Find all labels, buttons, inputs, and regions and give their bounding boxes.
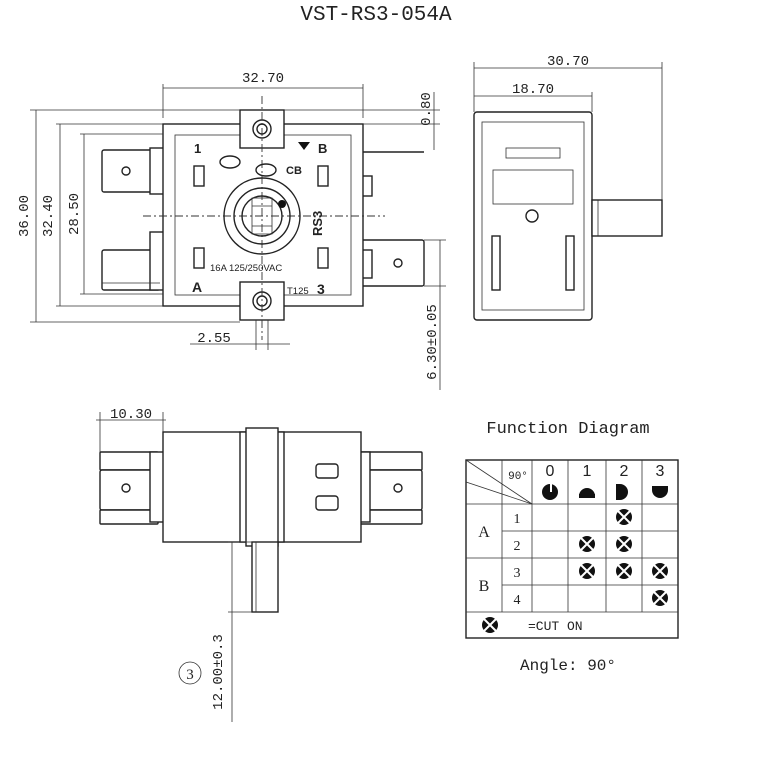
header-angle: 90° [508, 471, 528, 483]
dim-inner-height: 32.40 [41, 123, 163, 307]
rotor [223, 177, 301, 255]
cert-mark-icon [219, 142, 310, 177]
dim-side-total: 30.70 [473, 54, 663, 200]
svg-text:0.80: 0.80 [419, 92, 435, 126]
svg-text:10.30: 10.30 [110, 407, 152, 423]
dim-bottom-terminal: 10.30 [96, 407, 166, 452]
cut-on-legend-icon [482, 617, 498, 633]
cut-on-marker-row1-pos2 [616, 509, 632, 525]
position-label-0: 0 [546, 463, 555, 480]
svg-text:18.70: 18.70 [512, 82, 554, 98]
function-diagram: Function Diagram 90° 0 1 2 3 [465, 420, 679, 675]
terminal-label-b: B [318, 141, 327, 156]
rotor-position-2-icon [616, 484, 628, 500]
switch-body [162, 123, 364, 307]
cut-on-marker-row3-pos1 [579, 563, 595, 579]
position-label-3: 3 [656, 463, 665, 480]
cut-on-marker-row3-pos2 [616, 563, 632, 579]
row-label-4: 4 [514, 593, 521, 608]
drawing-title: VST-RS3-054A [300, 4, 452, 27]
rotor-position-0-icon [542, 484, 558, 500]
cut-on-marker-row2-pos2 [616, 536, 632, 552]
group-label-b: B [479, 578, 490, 595]
cut-on-marker-row4-pos3 [652, 590, 668, 606]
terminal-label-1: 1 [194, 141, 201, 156]
temp-label: T125 [287, 286, 309, 297]
right-terminals [355, 151, 425, 287]
terminal-label-3: 3 [317, 281, 325, 297]
dim-width: 32.70 [162, 71, 364, 118]
rating-label: 16A 125/250VAC [210, 263, 282, 274]
rotor-position-3-icon [652, 486, 668, 498]
position-label-2: 2 [620, 463, 629, 480]
row-label-1: 1 [514, 512, 521, 527]
cut-on-markers [579, 509, 668, 606]
front-view: 1 B A 3 CB RS3 16A 125/250VAC T125 32.70… [17, 71, 446, 390]
cut-on-marker-row3-pos3 [652, 563, 668, 579]
svg-text:30.70: 30.70 [547, 54, 589, 70]
dim-slot: 2.55 [190, 320, 290, 350]
model-label: RS3 [310, 211, 325, 236]
bottom-view: 10.30 12.00±0.3 3 [96, 407, 423, 722]
position-headers: 0 1 2 3 [542, 463, 668, 500]
svg-text:12.00±0.3: 12.00±0.3 [211, 634, 227, 710]
svg-text:32.70: 32.70 [242, 71, 284, 87]
left-terminals [101, 147, 167, 291]
angle-note: Angle: 90° [520, 657, 616, 675]
side-view: 30.70 18.70 [473, 54, 663, 321]
svg-text:28.50: 28.50 [67, 193, 83, 235]
dim-top-offset: 0.80 [284, 92, 440, 150]
dim-shaft-flat: 6.30±0.05 [424, 239, 446, 390]
svg-text:36.00: 36.00 [17, 195, 33, 237]
svg-text:32.40: 32.40 [41, 195, 57, 237]
dim-overall-height: 36.00 [17, 109, 240, 323]
row-label-2: 2 [514, 539, 521, 554]
function-diagram-title: Function Diagram [486, 420, 649, 439]
row-label-3: 3 [514, 566, 521, 581]
rotor-position-1-icon [579, 488, 595, 498]
cert-cb-label: CB [286, 165, 302, 177]
dim-side-body: 18.70 [474, 82, 593, 112]
dim-terminal-height: 28.50 [67, 133, 163, 295]
svg-text:2.55: 2.55 [197, 331, 231, 347]
terminal-label-a: A [192, 279, 202, 295]
svg-text:3: 3 [186, 667, 194, 683]
callout-3: 3 [178, 661, 202, 685]
svg-text:6.30±0.05: 6.30±0.05 [425, 304, 441, 380]
dim-shaft-length: 12.00±0.3 [211, 541, 252, 722]
function-table: 90° [465, 459, 679, 639]
side-shaft [591, 199, 663, 237]
group-label-a: A [478, 524, 490, 541]
cut-on-marker-row2-pos1 [579, 536, 595, 552]
cut-on-legend-text: =CUT ON [528, 619, 583, 634]
cut-on-legend: =CUT ON [482, 617, 583, 634]
position-label-1: 1 [583, 463, 592, 480]
